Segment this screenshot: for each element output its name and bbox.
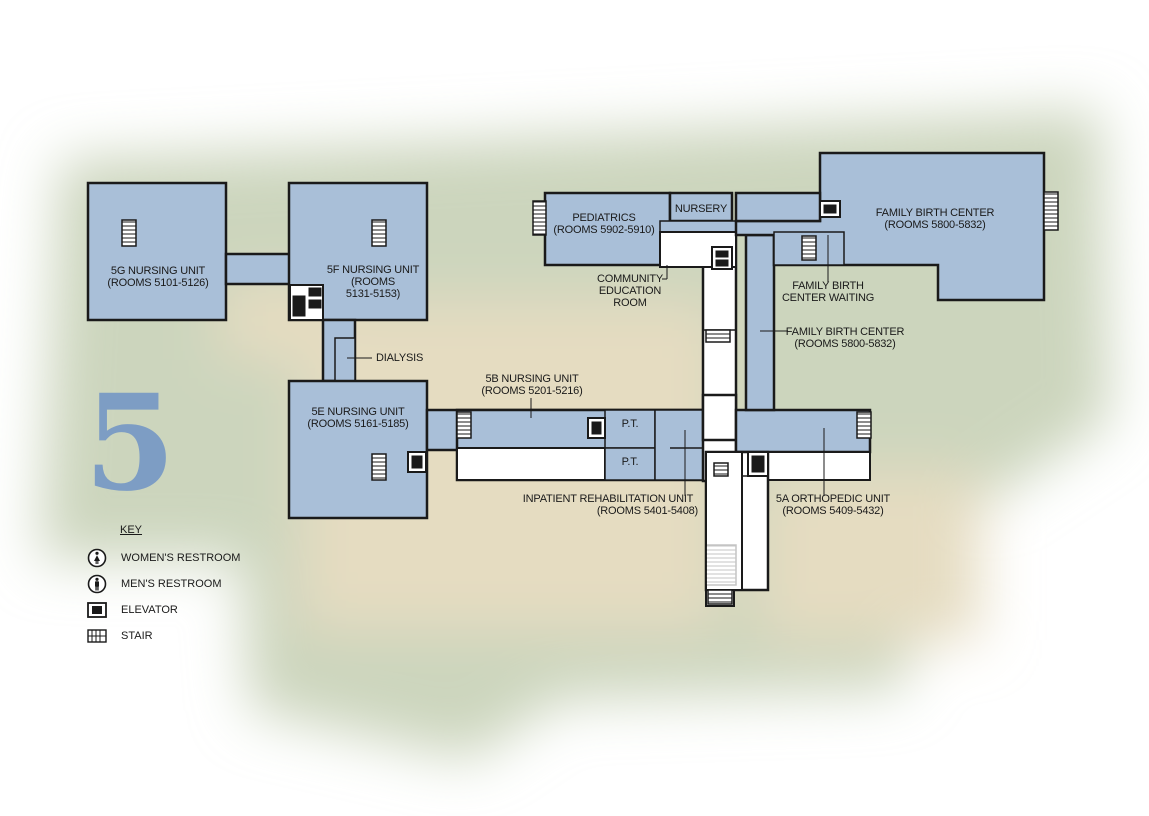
key-label: MEN'S RESTROOM [121, 578, 222, 590]
label-family-birth-center-top: FAMILY BIRTH CENTER (ROOMS 5800-5832) [875, 207, 995, 231]
connector-5g-5f [224, 252, 292, 286]
label-nursery: NURSERY [674, 203, 728, 215]
label-dialysis: DIALYSIS [376, 352, 424, 364]
label-5a-orthopedic-unit: 5A ORTHOPEDIC UNIT (ROOMS 5409-5432) [775, 493, 891, 517]
label-community-education-room: COMMUNITY EDUCATION ROOM [596, 273, 664, 309]
corridor-5a [734, 408, 872, 454]
key-item-womens-restroom: WOMEN'S RESTROOM [86, 548, 286, 568]
fbc-vertical [744, 233, 776, 412]
label-pt-2: P.T. [621, 456, 639, 468]
stair-icon [705, 329, 731, 343]
unit-5g [86, 181, 228, 322]
stair-icon [456, 411, 472, 439]
elevators [289, 200, 841, 477]
stairs [121, 191, 1059, 605]
label-5b-nursing-unit: 5B NURSING UNIT (ROOMS 5201-5216) [481, 373, 583, 397]
stair-icon [371, 453, 387, 481]
label-pediatrics: PEDIATRICS (ROOMS 5902-5910) [553, 212, 655, 236]
floor-number: 5 [84, 366, 176, 521]
central-spine [701, 234, 738, 483]
stair-icon [707, 589, 733, 605]
key-label: STAIR [121, 630, 153, 642]
pt-room-1 [604, 409, 656, 449]
key-item-elevator: ELEVATOR [86, 600, 286, 620]
label-family-birth-center-waiting: FAMILY BIRTH CENTER WAITING [781, 280, 875, 304]
label-pt-1: P.T. [621, 418, 639, 430]
label-inpatient-rehabilitation-unit: INPATIENT REHABILITATION UNIT (ROOMS 540… [522, 493, 698, 517]
label-family-birth-center-mid: FAMILY BIRTH CENTER (ROOMS 5800-5832) [785, 326, 905, 350]
stair-icon [371, 219, 387, 247]
leader-lines [347, 235, 829, 496]
key-label: WOMEN'S RESTROOM [121, 552, 241, 564]
key-title: KEY [120, 524, 143, 536]
label-5f-nursing-unit: 5F NURSING UNIT (ROOMS 5131-5153) [326, 264, 420, 300]
mens-restroom-icon [87, 574, 107, 594]
stair-icon [856, 411, 872, 439]
womens-restroom-icon [87, 548, 107, 568]
stair-icon [121, 219, 137, 247]
stair-icon [87, 629, 107, 643]
key-item-mens-restroom: MEN'S RESTROOM [86, 574, 286, 594]
key-item-stair: STAIR [86, 626, 286, 646]
unit-5e [287, 379, 429, 520]
label-5g-nursing-unit: 5G NURSING UNIT (ROOMS 5101-5126) [107, 265, 209, 289]
elevator-icon [87, 602, 107, 618]
stair-icon [705, 544, 737, 586]
stair-icon [713, 462, 729, 477]
key-label: ELEVATOR [121, 604, 178, 616]
label-5e-nursing-unit: 5E NURSING UNIT (ROOMS 5161-5185) [307, 406, 409, 430]
stair-icon [1043, 191, 1059, 231]
stair-icon [532, 200, 547, 236]
stair-icon [801, 235, 817, 261]
